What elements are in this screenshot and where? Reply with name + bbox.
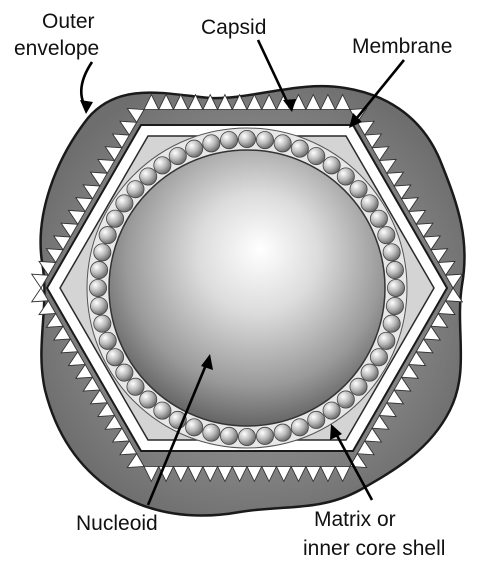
matrix-bead bbox=[370, 349, 387, 366]
matrix-bead bbox=[127, 181, 144, 198]
matrix-bead bbox=[238, 428, 255, 445]
matrix-bead bbox=[323, 157, 340, 174]
label-capsid: Capsid bbox=[201, 16, 266, 39]
matrix-bead bbox=[256, 427, 273, 444]
matrix-bead bbox=[220, 131, 237, 148]
matrix-bead bbox=[116, 364, 133, 381]
matrix-bead bbox=[186, 419, 203, 436]
matrix-bead bbox=[116, 195, 133, 212]
matrix-bead bbox=[99, 332, 116, 349]
matrix-bead bbox=[203, 135, 220, 152]
matrix-bead bbox=[274, 424, 291, 441]
label-nucleoid: Nucleoid bbox=[76, 512, 158, 535]
matrix-bead bbox=[370, 210, 387, 227]
matrix-bead bbox=[154, 157, 171, 174]
matrix-bead bbox=[383, 315, 400, 332]
matrix-bead bbox=[361, 195, 378, 212]
matrix-bead bbox=[203, 424, 220, 441]
matrix-bead bbox=[90, 261, 107, 278]
label-matrix-line1: Matrix or bbox=[314, 508, 396, 531]
matrix-bead bbox=[256, 131, 273, 148]
matrix-bead bbox=[89, 279, 106, 296]
matrix-bead bbox=[106, 210, 123, 227]
matrix-bead bbox=[308, 411, 325, 428]
matrix-bead bbox=[361, 364, 378, 381]
matrix-bead bbox=[140, 391, 157, 408]
matrix-bead bbox=[90, 297, 107, 314]
matrix-bead bbox=[337, 391, 354, 408]
matrix-bead bbox=[169, 147, 186, 164]
matrix-bead bbox=[323, 402, 340, 419]
label-membrane: Membrane bbox=[352, 35, 452, 58]
matrix-bead bbox=[140, 168, 157, 185]
matrix-bead bbox=[106, 349, 123, 366]
matrix-bead bbox=[378, 227, 395, 244]
matrix-bead bbox=[238, 130, 255, 147]
matrix-bead bbox=[94, 244, 111, 261]
matrix-bead bbox=[127, 378, 144, 395]
matrix-bead bbox=[274, 135, 291, 152]
matrix-bead bbox=[291, 419, 308, 436]
matrix-bead bbox=[386, 297, 403, 314]
matrix-bead bbox=[291, 140, 308, 157]
nucleoid-sphere bbox=[109, 150, 385, 426]
matrix-bead bbox=[387, 279, 404, 296]
matrix-bead bbox=[350, 181, 367, 198]
matrix-bead bbox=[386, 261, 403, 278]
arrowhead-outer-envelope bbox=[80, 100, 93, 114]
label-envelope: envelope bbox=[14, 37, 99, 60]
matrix-bead bbox=[186, 140, 203, 157]
matrix-bead bbox=[383, 244, 400, 261]
matrix-bead bbox=[220, 427, 237, 444]
matrix-bead bbox=[350, 378, 367, 395]
label-outer: Outer bbox=[42, 10, 95, 33]
matrix-bead bbox=[99, 227, 116, 244]
matrix-bead bbox=[378, 332, 395, 349]
matrix-bead bbox=[94, 315, 111, 332]
matrix-bead bbox=[337, 168, 354, 185]
matrix-bead bbox=[308, 147, 325, 164]
matrix-bead bbox=[154, 402, 171, 419]
label-matrix-line2: inner core shell bbox=[303, 537, 445, 560]
